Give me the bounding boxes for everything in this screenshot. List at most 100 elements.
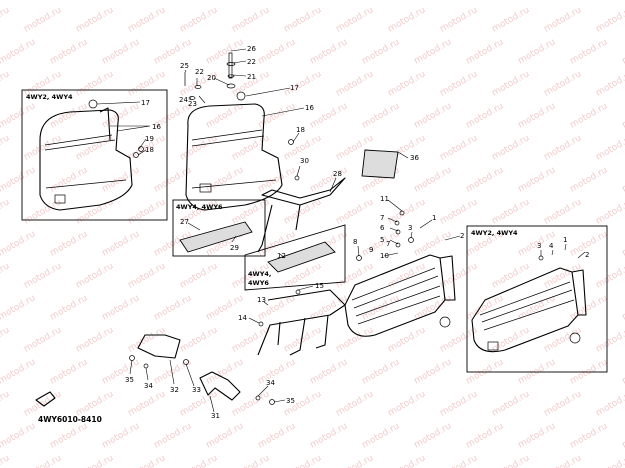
watermark-text: motod.ru (153, 357, 194, 386)
watermark-text: motod.ru (439, 389, 480, 418)
watermark-text: motod.ru (0, 165, 37, 194)
callout-33: 33 (192, 386, 201, 394)
inset-label: 4WY2, 4WY4 (26, 93, 73, 101)
callout-35: 35 (125, 376, 134, 384)
watermark-text: motod.ru (517, 101, 558, 130)
callout-2b: 2 (585, 251, 589, 259)
watermark-text: motod.ru (595, 453, 625, 468)
callout-17: 17 (141, 99, 150, 107)
bolt-8 (356, 255, 362, 261)
watermark-text: motod.ru (257, 165, 298, 194)
callout-27: 27 (180, 218, 189, 226)
watermark-text: motod.ru (387, 197, 428, 226)
watermark-text: motod.ru (517, 37, 558, 66)
watermark-text: motod.ru (491, 69, 532, 98)
watermark-text: motod.ru (621, 37, 625, 66)
watermark-text: motod.ru (0, 133, 11, 162)
bolt-14 (258, 321, 264, 327)
callout-11: 11 (380, 195, 389, 203)
watermark-text: motod.ru (101, 293, 142, 322)
watermark-text: motod.ru (465, 421, 506, 450)
inset-frame (21, 89, 168, 221)
watermark-text: motod.ru (595, 325, 625, 354)
bracket-28 (261, 177, 346, 206)
watermark-text: motod.ru (595, 197, 625, 226)
callout-22b: 22 (195, 68, 204, 76)
reflector-plate (361, 149, 399, 179)
callout-16: 16 (152, 123, 161, 131)
watermark-text: motod.ru (335, 5, 376, 34)
callout-14: 14 (238, 314, 247, 322)
callout-30: 30 (300, 157, 309, 165)
center-saddlebag: 26 22 21 20 25 22 24 23 17 16 18 (179, 45, 314, 211)
leader-lines (296, 165, 337, 193)
washer (194, 85, 202, 89)
watermark-text: motod.ru (179, 325, 220, 354)
saddlebag-body (471, 267, 579, 353)
callout-1b: 1 (563, 236, 567, 244)
callout-34: 34 (144, 382, 153, 390)
watermark-text: motod.ru (0, 421, 37, 450)
leader-lines (248, 285, 314, 324)
watermark-text: motod.ru (595, 5, 625, 34)
inset-middle-left: 4WY4, 4WY6 27 29 (172, 199, 266, 257)
watermark-text: motod.ru (257, 37, 298, 66)
watermark-text: motod.ru (75, 261, 116, 290)
watermark-text: motod.ru (413, 0, 454, 3)
leader-lines (187, 222, 237, 243)
watermark-text: motod.ru (387, 453, 428, 468)
lower-rail-parts: 35 34 32 33 31 34 35 (125, 334, 295, 420)
watermark-text: motod.ru (413, 101, 454, 130)
plate-36: 36 (361, 149, 419, 179)
watermark-text: motod.ru (0, 325, 11, 354)
watermark-text: motod.ru (543, 5, 584, 34)
watermark-text: motod.ru (361, 101, 402, 130)
leader-lines (129, 359, 286, 413)
watermark-text: motod.ru (439, 453, 480, 468)
watermark-text: motod.ru (621, 165, 625, 194)
watermark-text: motod.ru (0, 69, 11, 98)
callout-15: 15 (315, 282, 324, 290)
callout-13: 13 (257, 296, 266, 304)
watermark-text: motod.ru (569, 37, 610, 66)
callout-6: 6 (380, 224, 385, 232)
watermark-text: motod.ru (595, 69, 625, 98)
watermark-text: motod.ru (387, 389, 428, 418)
watermark-text: motod.ru (309, 421, 350, 450)
leader-lines (540, 243, 586, 259)
callout-24: 24 (179, 96, 188, 104)
watermark-text: motod.ru (127, 453, 168, 468)
leader-lines (96, 101, 151, 156)
saddlebag-body (344, 254, 446, 337)
watermark-text: motod.ru (439, 261, 480, 290)
watermark-text: motod.ru (361, 357, 402, 386)
grommet (236, 91, 246, 101)
watermark-text: motod.ru (413, 229, 454, 258)
watermark-text: motod.ru (543, 325, 584, 354)
watermark-text: motod.ru (309, 37, 350, 66)
right-saddlebag: 11 7 6 5 8 9 7 10 3 1 2 (344, 195, 464, 337)
callout-23: 23 (188, 100, 197, 108)
knob (439, 316, 451, 328)
watermark-text: motod.ru (127, 69, 168, 98)
nut (227, 74, 235, 78)
watermark-text: motod.ru (0, 5, 11, 34)
bolt-35 (269, 399, 275, 405)
watermark-text: motod.ru (179, 133, 220, 162)
watermark-text: motod.ru (621, 421, 625, 450)
lock-plate (487, 341, 499, 351)
watermark-text: motod.ru (335, 69, 376, 98)
watermark-text: motod.ru (283, 453, 324, 468)
callout-19: 19 (145, 135, 154, 143)
watermark-text: motod.ru (49, 293, 90, 322)
watermark-text: motod.ru (75, 325, 116, 354)
inset-label: 4WY6 (248, 279, 269, 287)
watermark-text: motod.ru (621, 229, 625, 258)
callout-8: 8 (353, 238, 357, 246)
watermark-text: motod.ru (309, 357, 350, 386)
watermark-text: motod.ru (595, 389, 625, 418)
watermark-text: motod.ru (75, 453, 116, 468)
inset-label: 4WY2, 4WY4 (471, 229, 518, 237)
watermark-text: motod.ru (543, 197, 584, 226)
callout-35b: 35 (286, 397, 295, 405)
